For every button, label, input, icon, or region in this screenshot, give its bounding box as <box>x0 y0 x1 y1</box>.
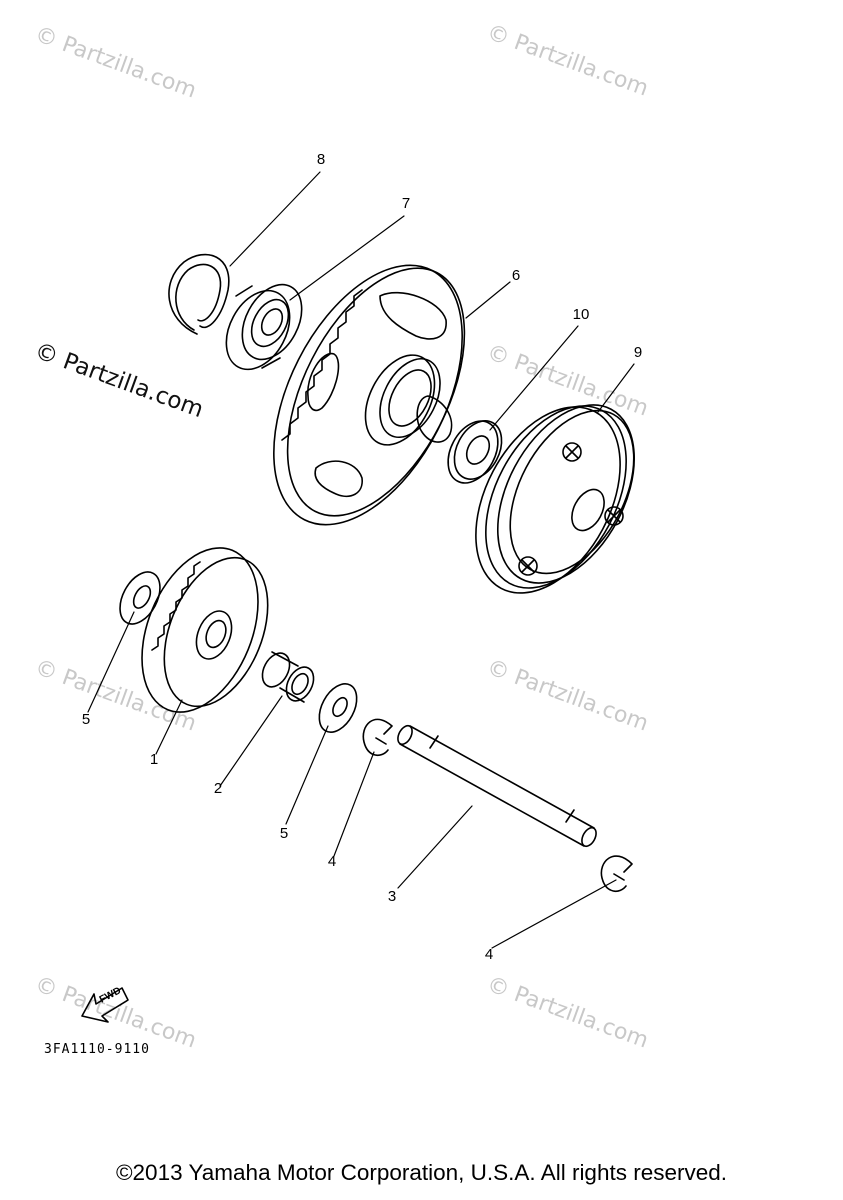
callout-4-lower: 4 <box>484 946 494 963</box>
callout-9: 9 <box>633 344 643 361</box>
part-8-circlip <box>168 253 230 335</box>
leader-lines <box>87 171 635 949</box>
part-2-bushing <box>261 651 315 703</box>
callout-7: 7 <box>401 195 411 212</box>
callout-5-upper: 5 <box>81 711 91 728</box>
callout-3: 3 <box>387 888 397 905</box>
callout-8: 8 <box>316 151 326 168</box>
callout-4-upper: 4 <box>327 853 337 870</box>
callout-1: 1 <box>149 751 159 768</box>
callout-10: 10 <box>572 306 590 323</box>
part-9-clutch <box>475 404 636 594</box>
part-6-starter-gear <box>273 264 466 526</box>
part-5-washer-upper <box>119 571 161 625</box>
part-7-bearing <box>225 283 303 371</box>
copyright-notice: ©2013 Yamaha Motor Corporation, U.S.A. A… <box>115 1160 728 1185</box>
part-4-eclip-lower <box>600 855 633 893</box>
part-3-shaft <box>397 724 597 848</box>
callout-5-lower: 5 <box>279 825 289 842</box>
diagram-code: 3FA1110-9110 <box>44 1042 150 1057</box>
fwd-arrow-icon <box>81 987 129 1023</box>
part-4-eclip-upper <box>362 718 393 757</box>
callout-6: 6 <box>511 267 521 284</box>
part-5-washer-lower <box>318 683 358 733</box>
part-1-idler-gear <box>141 547 269 713</box>
callout-2: 2 <box>213 780 223 797</box>
part-10-washer <box>447 420 503 484</box>
